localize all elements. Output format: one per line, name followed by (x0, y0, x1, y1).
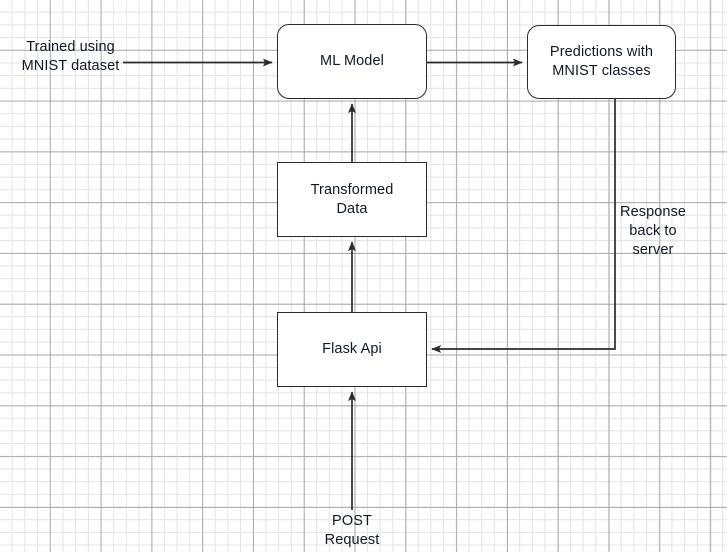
node-flask-api[interactable]: Flask Api (277, 312, 427, 387)
node-predictions[interactable]: Predictions with MNIST classes (527, 25, 676, 99)
node-predictions-label: Predictions with MNIST classes (549, 44, 654, 79)
node-ml-model-label: ML Model (320, 53, 384, 69)
node-transformed-data-label: Transformed Data (310, 181, 394, 217)
node-ml-model[interactable]: ML Model (277, 24, 427, 99)
edge-label-response-back: Response back to server (620, 204, 687, 258)
edge-label-post-request: POST Request (324, 513, 380, 548)
node-flask-api-label: Flask Api (322, 341, 382, 357)
edge-predictions-to-flask (431, 99, 616, 353)
edge-label-trained-using: Trained using MNIST dataset (21, 39, 120, 74)
node-transformed-data[interactable]: Transformed Data (277, 162, 427, 237)
